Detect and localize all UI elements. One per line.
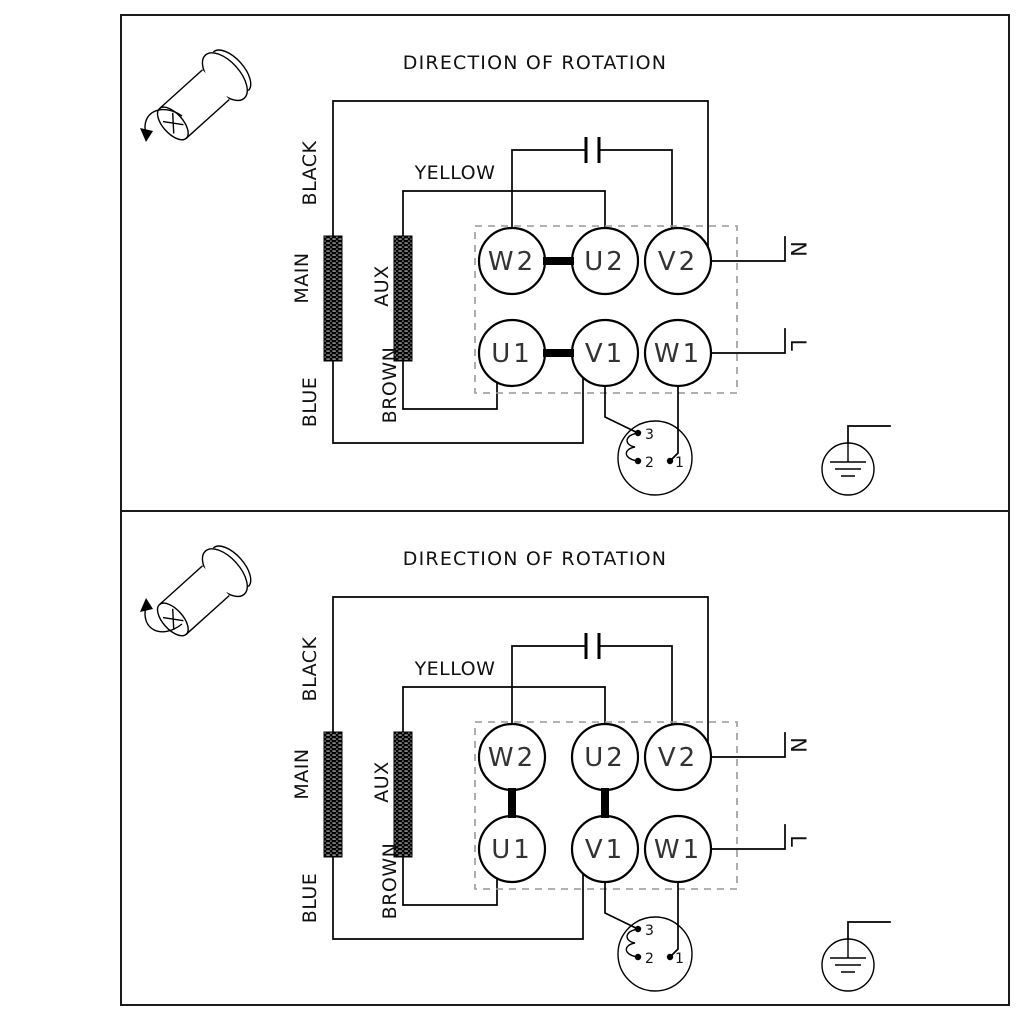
terminal-w2-label: W2 (488, 743, 536, 773)
label-yellow: YELLOW (414, 658, 496, 680)
terminal-w2: W2 (477, 722, 547, 792)
ground-symbol (821, 921, 891, 992)
thermal-coil (625, 432, 639, 462)
terminal-u1: U1 (477, 814, 547, 884)
pin-3-label: 3 (645, 427, 654, 443)
terminal-u2: U2 (570, 722, 640, 792)
pin-2-label: 2 (645, 951, 654, 967)
line-wire (710, 328, 786, 354)
diagram-2: DIRECTION OF ROTATION (140, 545, 891, 992)
pin-2-label: 2 (645, 455, 654, 471)
blue-wire (332, 360, 584, 444)
label-line: L (786, 339, 810, 351)
label-neutral: N (786, 737, 810, 753)
terminal-w1-label: W1 (654, 835, 702, 865)
thermal-coil (625, 928, 639, 958)
thermal-connector: 3 2 1 (604, 385, 693, 496)
terminal-v2: V2 (643, 226, 713, 296)
terminal-w1: W1 (643, 318, 713, 388)
label-blue: BLUE (299, 873, 321, 924)
motor-icon (140, 545, 252, 637)
yellow-wire (402, 686, 606, 733)
terminal-u2-label: U2 (584, 743, 626, 773)
panel-rotation-2: DIRECTION OF ROTATION (122, 510, 1008, 1004)
terminal-w1: W1 (643, 814, 713, 884)
main-winding-strip (323, 235, 343, 362)
terminal-v1: V1 (570, 318, 640, 388)
pin-1-label: 1 (675, 455, 684, 471)
diagram-1: DIRECTION OF ROTATION (140, 49, 891, 496)
label-neutral: N (786, 241, 810, 257)
label-main: MAIN (291, 748, 313, 799)
terminal-v1-label: V1 (585, 835, 625, 865)
black-wire (332, 596, 709, 744)
panel-rotation-1: DIRECTION OF ROTATION (122, 16, 1008, 510)
neutral-wire (710, 732, 786, 758)
terminal-board-outline (474, 721, 738, 890)
label-brown: BROWN (379, 347, 401, 424)
terminal-u2-label: U2 (584, 247, 626, 277)
pin-3-label: 3 (645, 923, 654, 939)
terminal-board-outline (474, 225, 738, 394)
label-blue: BLUE (299, 377, 321, 428)
rotation-arrow (140, 598, 183, 633)
wiring (332, 596, 786, 940)
panel-title: DIRECTION OF ROTATION (403, 52, 667, 74)
terminal-w1-label: W1 (654, 339, 702, 369)
thermal-connector: 3 2 1 (604, 881, 693, 992)
main-winding-strip (323, 731, 343, 858)
label-aux: AUX (371, 265, 393, 306)
capacitor (511, 137, 673, 230)
yellow-wire (402, 190, 606, 237)
terminal-u1-label: U1 (491, 339, 533, 369)
panel-title: DIRECTION OF ROTATION (403, 548, 667, 570)
terminal-u1-label: U1 (491, 835, 533, 865)
label-line: L (786, 835, 810, 847)
terminal-v2-label: V2 (658, 247, 698, 277)
line-wire (710, 824, 786, 850)
terminal-v2-label: V2 (658, 743, 698, 773)
wiring (332, 100, 786, 444)
wiring-diagram-frame: DIRECTION OF ROTATION (120, 14, 1010, 1006)
aux-winding-strip (393, 235, 413, 362)
pin-1-label: 1 (675, 951, 684, 967)
terminal-u2: U2 (570, 226, 640, 296)
blue-wire (332, 856, 584, 940)
terminal-v1: V1 (570, 814, 640, 884)
brown-wire (402, 360, 498, 410)
terminal-v2: V2 (643, 722, 713, 792)
neutral-wire (710, 236, 786, 262)
label-yellow: YELLOW (414, 162, 496, 184)
aux-winding-strip (393, 731, 413, 858)
capacitor (511, 633, 673, 726)
brown-wire (402, 856, 498, 906)
label-black: BLACK (299, 636, 321, 701)
black-wire (332, 100, 709, 248)
label-aux: AUX (371, 761, 393, 802)
terminal-w2-label: W2 (488, 247, 536, 277)
terminal-u1: U1 (477, 318, 547, 388)
terminal-v1-label: V1 (585, 339, 625, 369)
label-brown: BROWN (379, 843, 401, 920)
ground-symbol (821, 425, 891, 496)
label-black: BLACK (299, 140, 321, 205)
motor-icon (140, 49, 252, 142)
terminal-w2: W2 (477, 226, 547, 296)
label-main: MAIN (291, 252, 313, 303)
rotation-arrow (140, 108, 183, 142)
